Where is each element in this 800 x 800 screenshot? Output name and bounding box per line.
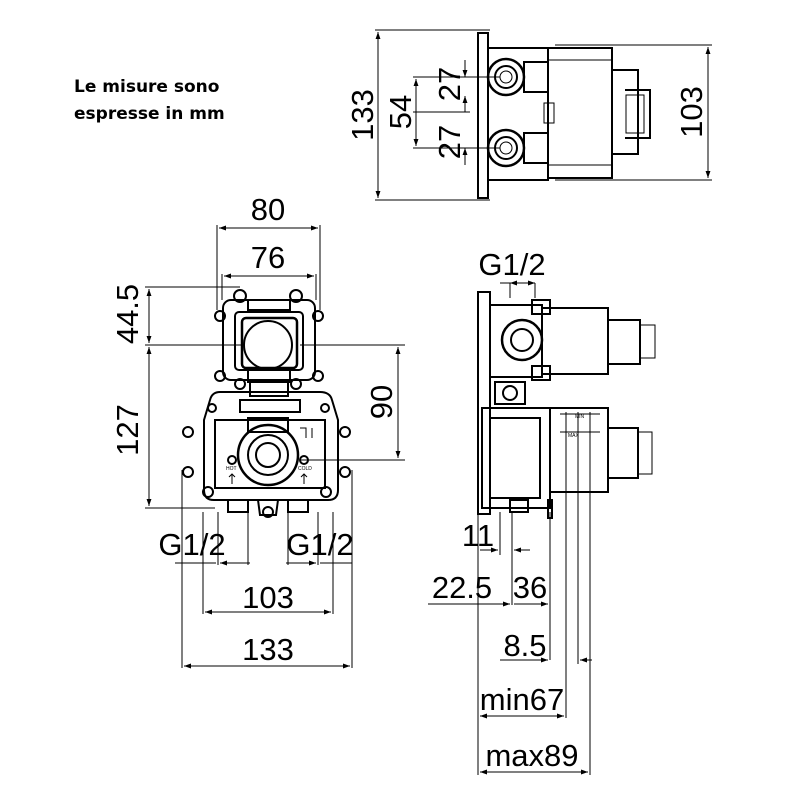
top-port-lower [486,128,549,168]
dim-127: 127 [110,404,145,456]
dim-103-right: 103 [674,86,709,138]
label-cold: COLD [298,466,312,472]
dim-133-top: 133 [345,89,380,141]
dim-27-upper: 27 [432,67,467,101]
units-note: Le misure sono espresse in mm [74,74,225,128]
label-max: MAX [568,433,580,439]
label-hot: HOT [226,466,237,472]
side-lower-body [549,407,609,493]
thread-left-g1-2: G1/2 [158,527,225,562]
dim-8-5: 8.5 [503,628,546,663]
dim-11: 11 [462,518,494,553]
dim-103-front: 103 [242,580,294,615]
side-port-upper [500,318,544,362]
inlet-cold [287,499,309,513]
dim-90: 90 [364,385,399,419]
dim-54: 54 [383,95,418,129]
top-view: 133 54 27 27 103 [345,29,712,201]
dim-27-lower: 27 [432,125,467,159]
side-mounting-plate [477,291,491,515]
top-port-upper [486,57,549,97]
dim-22-5: 22.5 [432,570,492,605]
lower-mixing-box: HOT COLD [182,391,351,518]
handle-housing [611,69,639,155]
side-view: G1/2 MIN MAX [428,247,656,775]
dim-133-front: 133 [242,632,294,667]
front-view: 80 76 44.5 127 90 [110,192,405,669]
thread-top-g1-2: G1/2 [478,247,545,282]
dim-max89: max89 [485,738,578,773]
label-min: MIN [575,414,585,420]
dim-min67: min67 [480,682,564,717]
dim-44-5: 44.5 [110,284,145,344]
dim-36: 36 [513,570,547,605]
side-valve-body [541,307,609,375]
thread-right-g1-2: G1/2 [286,527,353,562]
inlet-hot [227,499,249,513]
valve-body [547,47,613,179]
dim-80: 80 [251,192,285,227]
dim-76: 76 [251,240,285,275]
units-note-line-1: Le misure sono [74,77,220,97]
units-note-line-2: espresse in mm [74,104,225,124]
mounting-plate [477,32,489,199]
upper-mounting-frame [214,289,324,397]
